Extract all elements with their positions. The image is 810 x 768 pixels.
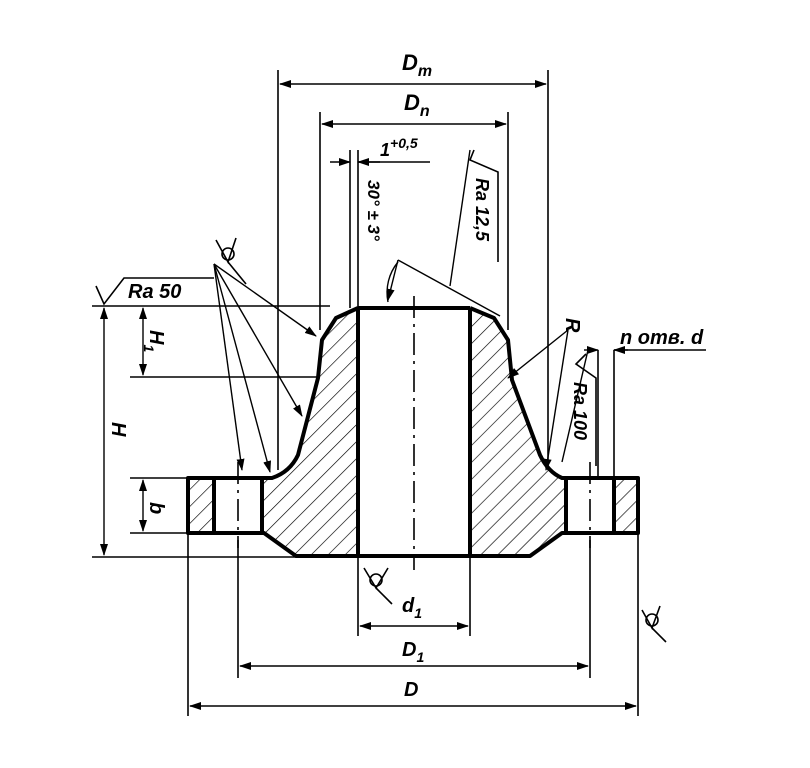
extension-lines <box>92 70 639 716</box>
roughness-ra-12-5: Ra 12,5 <box>472 178 492 242</box>
label-d1: d1 <box>402 595 422 621</box>
label-angle: 30° ± 3° <box>364 180 383 241</box>
label-Dm: Dm <box>402 50 432 80</box>
leader-lines <box>213 149 589 473</box>
roughness-ra-50: Ra 50 <box>128 281 181 303</box>
center-lines <box>237 296 591 570</box>
label-D: D <box>404 679 418 701</box>
label-H1: H1 <box>141 330 167 352</box>
label-Dn: Dn <box>404 90 430 120</box>
label-b: b <box>145 502 167 514</box>
label-R: R <box>561 318 583 333</box>
roughness-ra-100: Ra 100 <box>570 382 590 440</box>
label-H: H <box>107 422 129 437</box>
label-D1: D1 <box>402 639 424 665</box>
roughness-symbols <box>95 149 667 643</box>
label-tolerance: 1+0,5 <box>380 135 418 160</box>
dimension-lines <box>100 80 706 710</box>
label-holes: n отв. d <box>620 327 704 349</box>
